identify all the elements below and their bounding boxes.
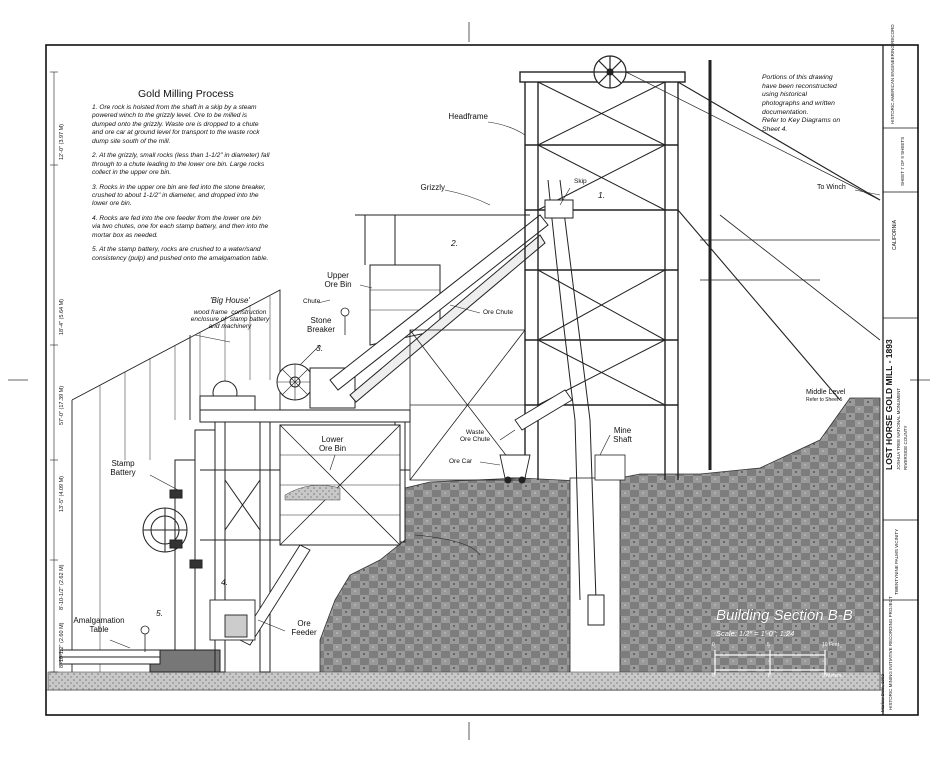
process-step-2: 2. At the grizzly, small rocks (less tha… <box>92 152 270 177</box>
label-headframe: Headframe <box>448 112 488 121</box>
title-state: CALIFORNIA <box>892 219 898 250</box>
process-step-3: 3. Rocks in the upper ore bin are fed in… <box>92 183 266 208</box>
skip <box>544 199 574 219</box>
label-lower-ore-bin: Lower Ore Bin <box>318 435 347 453</box>
scale-mark-5: 5 <box>767 642 770 648</box>
label-amalgamation-table: Amalgamation Table <box>73 616 125 634</box>
label-stamp-battery: Stamp Battery <box>110 459 136 477</box>
grizzly-chute <box>329 214 549 403</box>
big-house-structure <box>71 289 281 672</box>
dimension-line <box>50 71 58 673</box>
step-marker-3: 3. <box>316 343 324 353</box>
step-marker-5: 5. <box>156 608 164 618</box>
label-to-winch: To Winch <box>817 184 846 191</box>
process-step-4: 4. Rocks are fed into the ore feeder fro… <box>92 214 269 239</box>
step-marker-4: 4. <box>221 577 229 587</box>
dimension-foot: 8'-10-1/2" (2.60 M) <box>59 622 65 669</box>
label-waste-ore-chute: Waste Ore Chute <box>460 429 490 444</box>
process-step-1: 1. Ore rock is hoisted from the shaft in… <box>92 104 260 145</box>
label-middle-level-ref: Refer to Sheet 5 <box>806 397 843 403</box>
step-marker-1: 1. <box>598 190 606 200</box>
scale-mark-m1: 1 <box>767 673 770 679</box>
scale-mark-10ft: 10 Feet <box>822 642 839 648</box>
dimension-upper: 12'-0" (3.97 M) <box>59 123 65 160</box>
human-figures <box>140 307 350 652</box>
leader-lines <box>109 121 881 649</box>
label-stone-breaker: Stone Breaker <box>306 316 335 334</box>
label-ore-chute: Ore Chute <box>483 309 513 316</box>
title-agency: HISTORIC AMERICAN ENGINEERING RECORD <box>890 24 895 124</box>
title-sheet-number: SHEET 7 OF 9 SHEETS <box>900 136 905 186</box>
title-drawing-name: LOST HORSE GOLD MILL - 1893 <box>884 339 894 470</box>
dimension-lower: 13'-5" (4.09 M) <box>59 475 65 512</box>
scale-mark-m0: 0 <box>712 673 715 679</box>
title-location-2: RIVERSIDE COUNTY <box>903 425 908 470</box>
title-county: TWENTYNINE PALMS VICINITY <box>894 528 899 595</box>
dimension-total: 57'-0" (17.39 M) <box>59 385 65 425</box>
process-step-5: 5. At the stamp battery, rocks are crush… <box>92 246 269 262</box>
process-title: Gold Milling Process <box>138 88 234 100</box>
label-mine-shaft: Mine Shaft <box>613 426 632 444</box>
sheet-border <box>45 44 919 716</box>
label-ore-feeder: Ore Feeder <box>291 619 317 637</box>
registration-marks <box>8 22 930 740</box>
section-title: Building Section B-B <box>716 607 853 624</box>
shaft-collar <box>594 454 626 481</box>
headframe <box>519 60 881 480</box>
scale-bars <box>714 650 826 675</box>
stone-breaker <box>199 363 356 411</box>
waste-ore-chute <box>499 389 573 484</box>
title-location-1: JOSHUA TREE NATIONAL MONUMENT <box>896 387 901 470</box>
title-project: HISTORIC MINING INITIATIVE RECORDING PRO… <box>888 596 893 710</box>
ore-feeder <box>209 544 311 646</box>
ground-rock-section <box>47 397 881 691</box>
section-scale: Scale: 1/2" = 1'-0"; 1:24 <box>716 629 795 638</box>
label-skip: Skip <box>574 178 587 185</box>
label-grizzly: Grizzly <box>420 183 445 192</box>
scale-mark-3m: 3 Meters <box>822 673 842 679</box>
sheave-wheel <box>593 55 627 89</box>
dimension-base: 8'-10-1/2" (2.62 M) <box>59 564 65 611</box>
mine-skip-bucket <box>587 594 605 626</box>
scale-mark-0: 0 <box>712 642 715 648</box>
step-marker-2: 2. <box>451 238 459 248</box>
label-big-house-desc: wood frame construction enclosure of sta… <box>190 309 270 331</box>
label-chute: Chute <box>303 298 321 305</box>
dimension-mid: 18'-4" (5.64 M) <box>59 298 65 335</box>
label-upper-ore-bin: Upper Ore Bin <box>324 271 352 289</box>
label-ore-car: Ore Car <box>449 458 473 465</box>
lower-ore-bin <box>279 424 401 546</box>
reconstruction-note: Portions of this drawing have been recon… <box>762 74 841 134</box>
process-steps: 1. Ore rock is hoisted from the shaft in… <box>92 104 270 269</box>
label-big-house-title: 'Big House' <box>210 296 250 305</box>
title-delineator: Marlow Dorn, 1992 <box>880 673 885 712</box>
label-middle-level: Middle Level <box>806 389 846 396</box>
